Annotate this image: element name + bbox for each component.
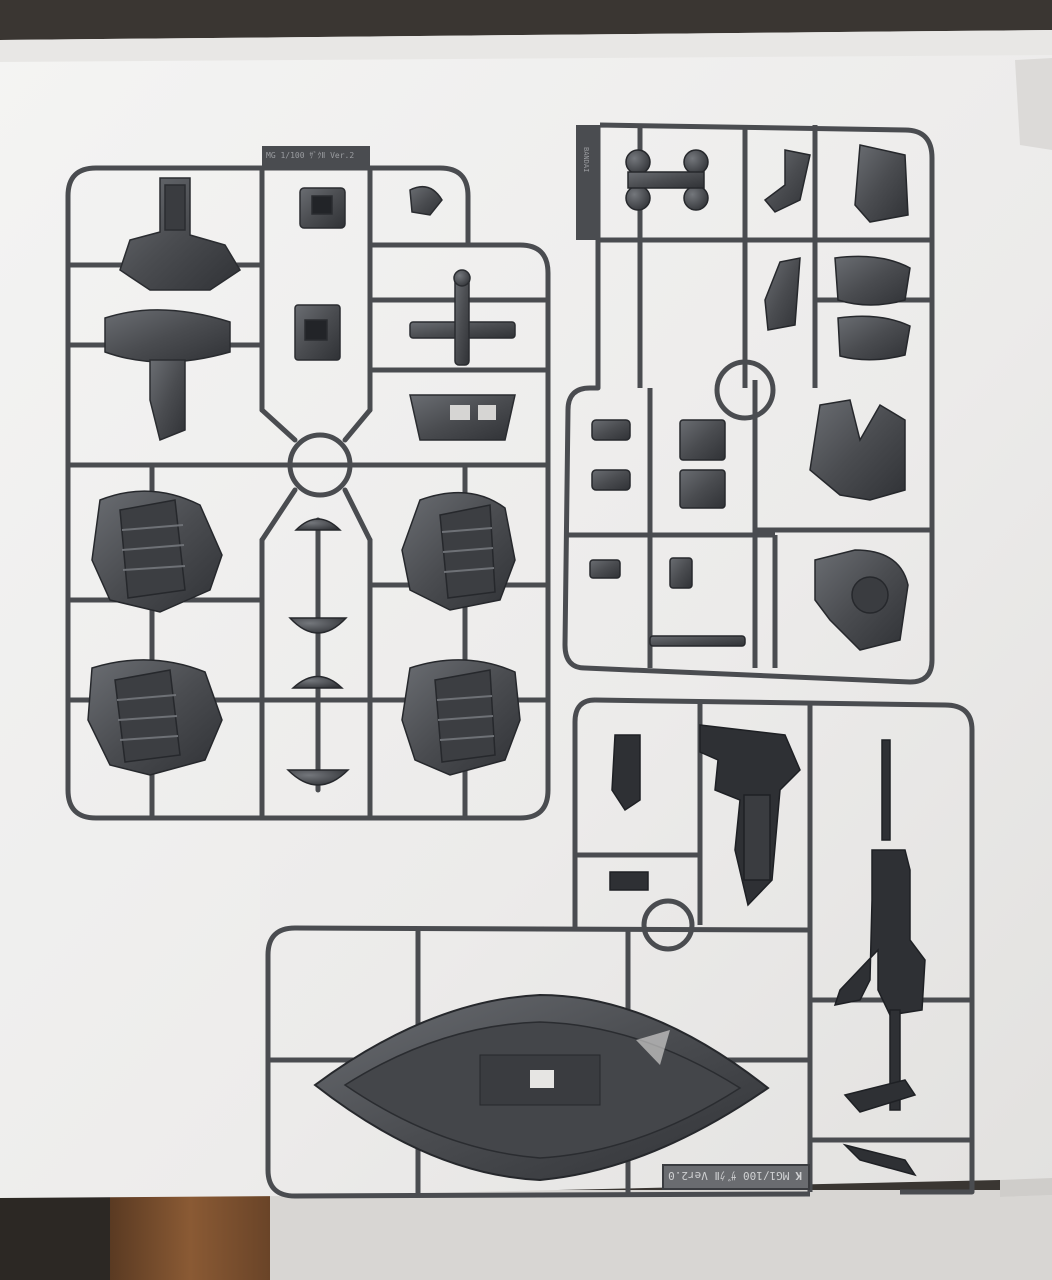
leg-shells — [87, 490, 521, 776]
runner-left-parts — [104, 177, 516, 442]
wood-floor — [110, 1190, 270, 1280]
runner-right-upper — [562, 122, 935, 685]
shell-ribs — [116, 524, 495, 741]
runner-k-letter: K — [795, 1169, 802, 1182]
runner-side-tag: BANDAI — [582, 147, 590, 173]
runner-k-text: MG1/100 ｻﾞｸⅡ Ver2.0 — [668, 1169, 790, 1182]
runner-right-tag — [576, 125, 600, 240]
runner-right-upper-parts — [589, 144, 911, 651]
weapon-parts — [609, 724, 926, 1177]
dome-parts — [286, 518, 350, 786]
runner-k-tag: K MG1/100 ｻﾞｸⅡ Ver2.0 — [662, 1164, 810, 1190]
runner-top-tag: MG 1/100 ｻﾞｸⅡ Ver.2 — [262, 148, 370, 164]
